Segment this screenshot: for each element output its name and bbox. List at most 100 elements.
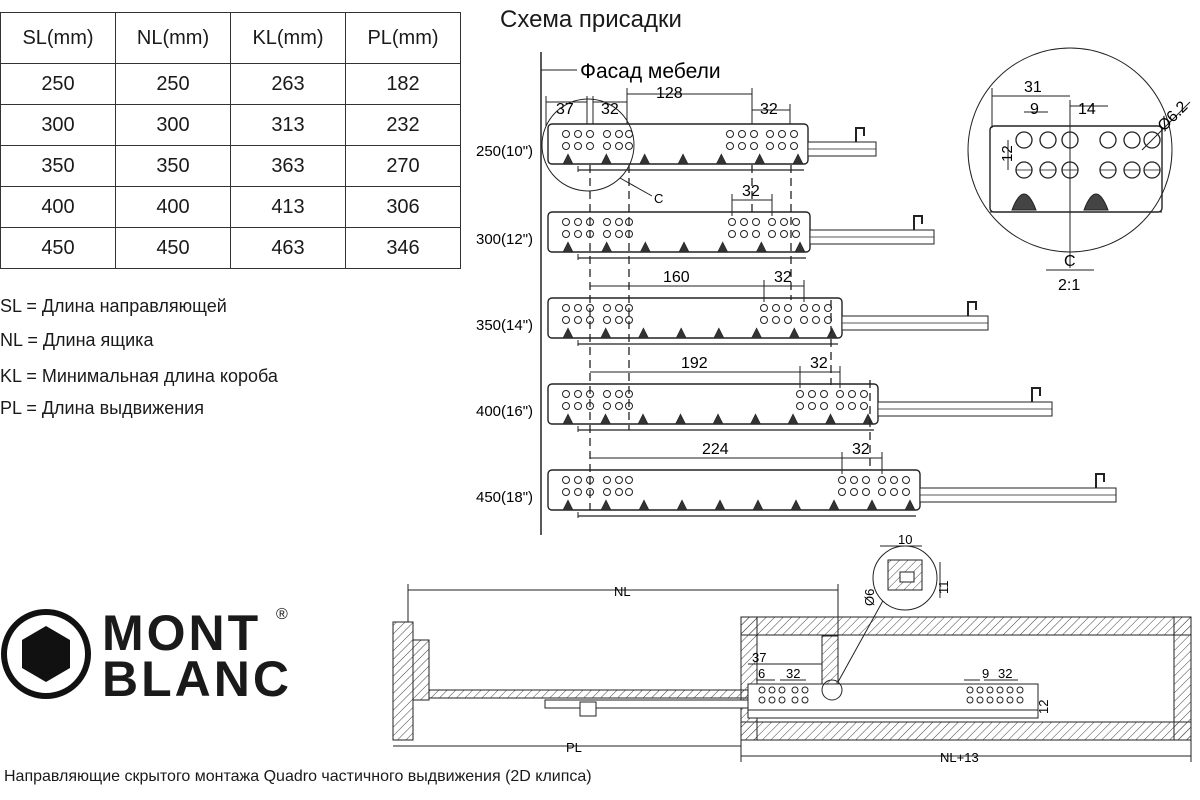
mount-hole xyxy=(574,316,582,324)
side-dim-6: 6 xyxy=(758,666,765,681)
top-dimensions xyxy=(545,88,791,126)
spec-table: SL(mm) NL(mm) KL(mm) PL(mm) 250 250 263 … xyxy=(0,12,461,269)
detail-scale-label: 2:1 xyxy=(1058,277,1080,294)
fastener-tooth xyxy=(637,327,649,339)
pair-dim-label: 32 xyxy=(742,183,760,200)
mount-hole xyxy=(603,390,611,398)
mount-hole xyxy=(878,476,886,484)
legend-pl: PL = Длина выдвижения xyxy=(0,398,204,418)
rail-size-label: 250(10") xyxy=(476,143,533,160)
rail-lever xyxy=(1031,387,1041,402)
side-dim-12: 12 xyxy=(1036,700,1051,714)
mount-hole xyxy=(562,316,570,324)
side-dim-11: 11 xyxy=(936,581,951,595)
dim-32-left: 32 xyxy=(601,101,619,118)
table-cell: 182 xyxy=(345,63,461,105)
fastener-tooth xyxy=(714,499,726,511)
mount-hole xyxy=(625,488,633,496)
mount-hole xyxy=(860,402,868,410)
table-cell: 350 xyxy=(115,145,231,187)
detail-marker-label: C xyxy=(654,191,663,206)
pair-dim-label: 32 xyxy=(774,269,792,286)
table-cell: 300 xyxy=(115,104,231,146)
mount-hole xyxy=(615,230,623,238)
mount-hole xyxy=(850,488,858,496)
mount-hole xyxy=(603,142,611,150)
fastener-tooth xyxy=(562,241,574,253)
mount-hole xyxy=(766,130,774,138)
mount-hole xyxy=(603,316,611,324)
mount-hole xyxy=(766,142,774,150)
mount-hole xyxy=(562,476,570,484)
fastener-tooth xyxy=(675,327,687,339)
table-cell: 300 xyxy=(0,104,116,146)
mount-hole xyxy=(574,130,582,138)
mount-hole xyxy=(738,130,746,138)
fastener-tooth xyxy=(826,327,838,339)
fastener-tooth xyxy=(675,413,686,425)
mount-hole xyxy=(838,476,846,484)
pair-dim-label: 32 xyxy=(810,355,828,372)
mount-hole xyxy=(812,304,820,312)
table-header-row: SL(mm) NL(mm) KL(mm) PL(mm) xyxy=(0,12,461,64)
mount-hole xyxy=(603,402,611,410)
mount-hole xyxy=(562,218,570,226)
fastener-tooth xyxy=(717,241,729,253)
mount-hole xyxy=(615,130,623,138)
detail-dim-31: 31 xyxy=(1024,79,1042,96)
fastener-tooth xyxy=(600,499,612,511)
mount-hole xyxy=(603,304,611,312)
fastener-tooth xyxy=(638,499,650,511)
mount-hole xyxy=(562,488,570,496)
mount-hole xyxy=(820,390,828,398)
mount-hole xyxy=(800,316,808,324)
fastener-tooth xyxy=(787,413,799,425)
table-row: 250 250 263 182 xyxy=(0,63,461,105)
table-row: 450 450 463 346 xyxy=(0,227,461,269)
mount-hole xyxy=(740,230,748,238)
mount-hole xyxy=(808,402,816,410)
side-dim-32: 32 xyxy=(786,666,800,681)
detail-view-c: 31 9 14 12 Ø6.2 C 2:1 xyxy=(967,47,1191,294)
rail-lever xyxy=(967,301,977,316)
mount-hole xyxy=(752,218,760,226)
side-dim-nl13: NL+13 xyxy=(940,750,979,765)
fastener-tooth xyxy=(788,327,800,339)
detail-dim-12: 12 xyxy=(999,145,1016,162)
diagram-title: Схема присадки xyxy=(500,6,682,33)
mount-hole xyxy=(586,142,594,150)
rail-lever xyxy=(1095,473,1105,488)
mount-hole xyxy=(836,390,844,398)
mount-hole xyxy=(562,390,570,398)
rail-size-label: 300(12") xyxy=(476,231,533,248)
mount-hole xyxy=(796,390,804,398)
fastener-tooth xyxy=(562,327,574,339)
mount-hole xyxy=(738,142,746,150)
mount-hole xyxy=(780,230,788,238)
spacing-dim-label: 192 xyxy=(681,355,708,372)
alignment-lines xyxy=(589,165,871,510)
mount-hole xyxy=(848,402,856,410)
fastener-tooth xyxy=(676,499,688,511)
mount-hole xyxy=(790,142,798,150)
side-dim-nl: NL xyxy=(614,584,631,599)
mount-hole xyxy=(760,304,768,312)
mount-hole xyxy=(836,402,844,410)
fastener-tooth xyxy=(755,241,767,253)
mount-hole xyxy=(562,130,570,138)
mount-hole xyxy=(792,218,800,226)
detail-marker-circle xyxy=(541,98,635,192)
mount-hole xyxy=(768,230,776,238)
mount-hole xyxy=(902,476,910,484)
mount-hole xyxy=(574,142,582,150)
mount-hole xyxy=(574,390,582,398)
fastener-tooth xyxy=(562,499,574,511)
mount-hole xyxy=(878,488,886,496)
side-dim-9: 9 xyxy=(982,666,989,681)
mount-hole xyxy=(603,476,611,484)
mount-hole xyxy=(625,476,633,484)
fastener-tooth xyxy=(712,413,724,425)
table-cell: 346 xyxy=(345,227,461,269)
fastener-tooth xyxy=(600,413,611,425)
legend-nl: NL = Длина ящика xyxy=(0,330,154,350)
